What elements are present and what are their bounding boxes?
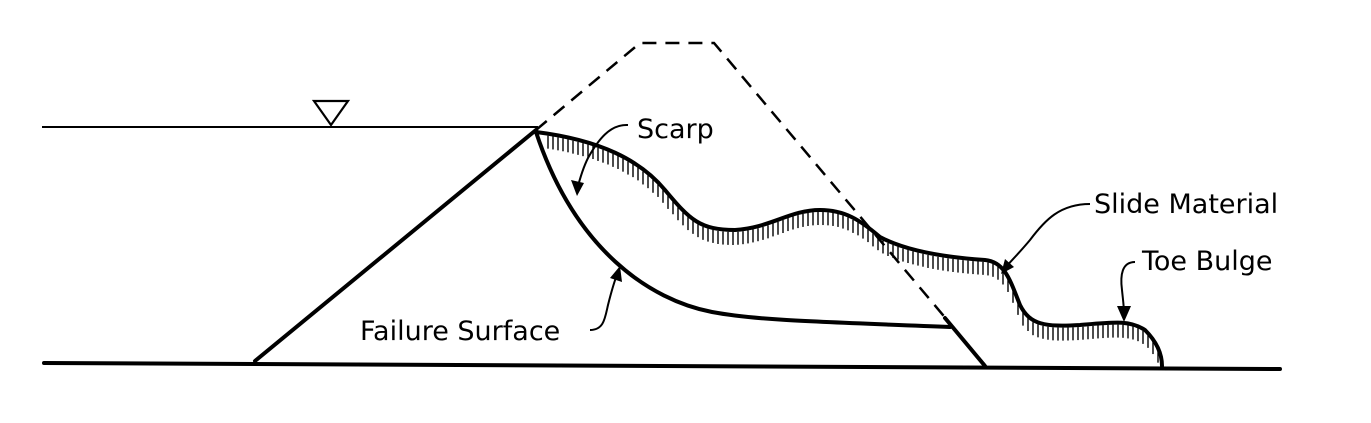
slide-material-leader	[1004, 203, 1091, 269]
failure-surface-arrowhead	[610, 266, 622, 282]
upstream-slope-line	[253, 128, 538, 363]
slide-material-hatching	[547, 135, 1159, 363]
slide-material-arrowhead	[1001, 259, 1014, 274]
toe-bulge-label: Toe Bulge	[1141, 246, 1273, 277]
scarp-leader	[576, 123, 629, 191]
failure-surface-label: Failure Surface	[360, 316, 560, 347]
failure-surface-curve	[534, 130, 952, 329]
ground-line	[42, 361, 1282, 371]
slide-material-surface	[534, 130, 1164, 368]
scarp-label: Scarp	[637, 114, 714, 145]
scarp-arrowhead	[571, 180, 584, 196]
original-embankment-outline	[535, 41, 986, 366]
downstream-slope-line	[943, 316, 987, 368]
water-level-triangle-icon	[311, 99, 351, 127]
slide-material-label: Slide Material	[1094, 189, 1278, 220]
toe-bulge-leader	[1120, 261, 1136, 314]
toe-bulge-arrowhead	[1117, 306, 1131, 322]
failure-surface-leader	[589, 271, 619, 331]
